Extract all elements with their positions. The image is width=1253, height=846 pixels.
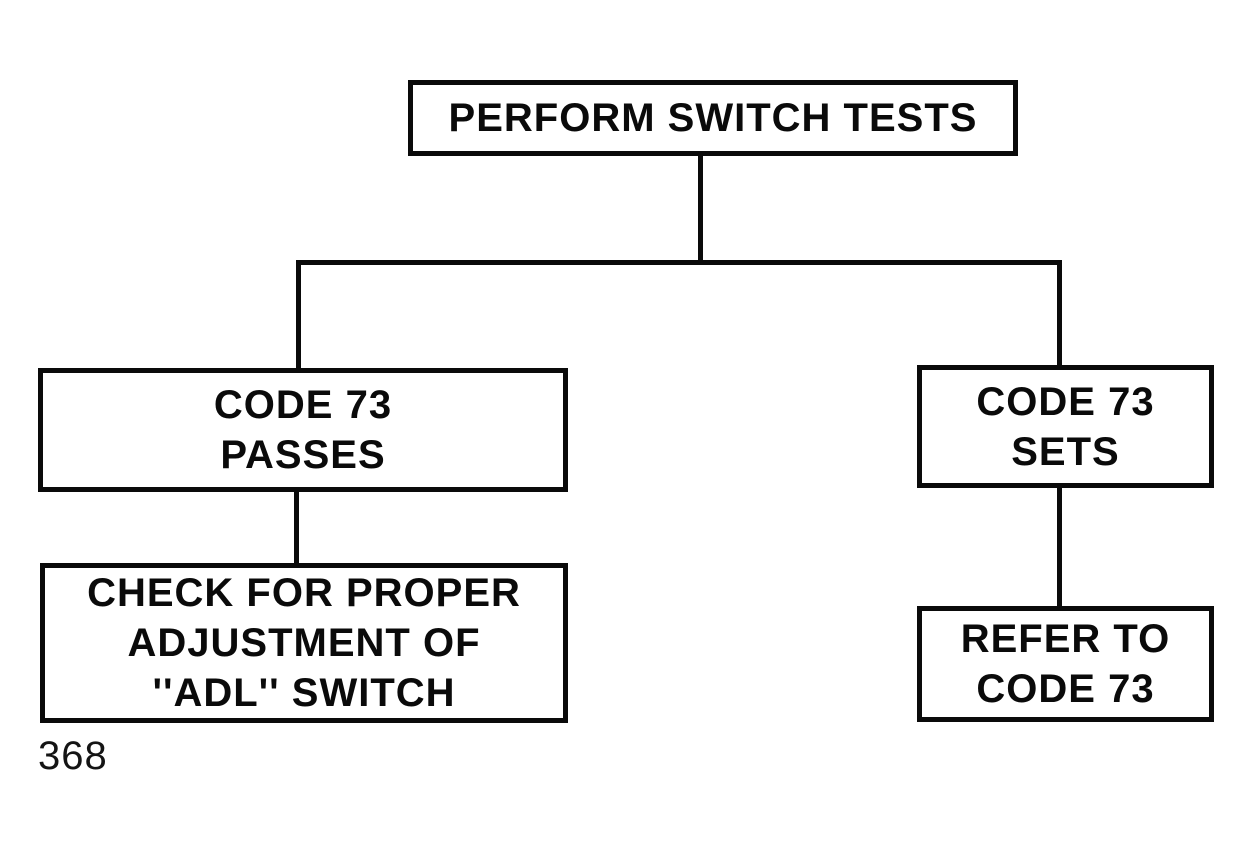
connector-sets-to-refer-code73 bbox=[1057, 486, 1062, 608]
flowchart-node-check-adl-switch: CHECK FOR PROPER ADJUSTMENT OF ''ADL'' S… bbox=[40, 563, 568, 723]
node-label-line: ADJUSTMENT OF bbox=[127, 621, 481, 665]
node-label-line: CODE 73 bbox=[213, 383, 393, 427]
node-label-line: SETS bbox=[1011, 429, 1120, 474]
node-label-line: CODE 73 bbox=[976, 667, 1155, 711]
flowchart-node-code-73-passes: CODE 73 PASSES bbox=[38, 368, 568, 492]
node-label-line: CODE 73 bbox=[976, 379, 1155, 424]
connector-branch-to-code73-passes bbox=[296, 260, 301, 370]
flowchart-node-refer-to-code-73: REFER TO CODE 73 bbox=[917, 606, 1214, 722]
node-label-line: REFER TO bbox=[960, 617, 1171, 661]
connector-passes-to-check-adl bbox=[294, 490, 299, 565]
node-label-line: PASSES bbox=[220, 433, 386, 477]
connector-top-box-to-branch-bar bbox=[698, 152, 703, 262]
node-label-line: ''ADL'' SWITCH bbox=[152, 671, 456, 715]
page-number: 368 bbox=[38, 734, 108, 778]
flowchart-node-perform-switch-tests: PERFORM SWITCH TESTS bbox=[408, 80, 1018, 156]
connector-branch-to-code73-sets bbox=[1057, 260, 1062, 367]
flowchart-node-code-73-sets: CODE 73 SETS bbox=[917, 365, 1214, 488]
node-label-line: CHECK FOR PROPER bbox=[87, 571, 521, 615]
connector-branch-bar bbox=[296, 260, 1062, 265]
node-label-line: PERFORM SWITCH TESTS bbox=[448, 96, 978, 140]
